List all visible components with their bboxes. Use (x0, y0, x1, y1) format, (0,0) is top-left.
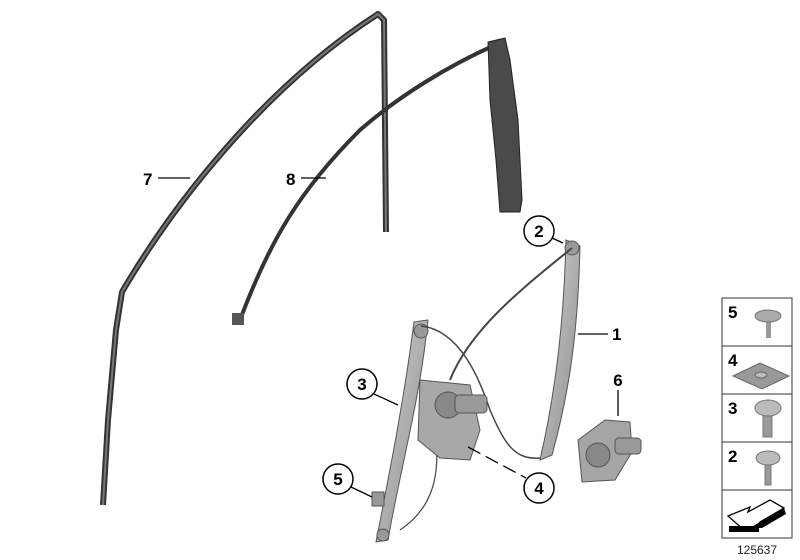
legend-label: 3 (728, 399, 737, 418)
callout-label: 4 (534, 479, 544, 498)
callout-6: 6 (613, 371, 623, 416)
callout-2: 2 (523, 215, 564, 247)
callout-label: 2 (534, 222, 543, 241)
image-number: 125637 (737, 543, 777, 557)
callout-label: 5 (333, 470, 342, 489)
callout-1: 1 (578, 325, 621, 344)
legend-item-4: 4 (728, 351, 791, 390)
legend-item-5: 5 (728, 303, 782, 338)
callout-4: 4 (467, 446, 555, 504)
callout-3: 3 (346, 368, 399, 406)
callout-label: 6 (613, 371, 622, 390)
fastener-legend: 5 4 3 2 (721, 297, 793, 539)
legend-label: 5 (728, 303, 737, 322)
callout-7: 7 (143, 170, 190, 189)
seal-end-clip (232, 313, 244, 325)
callout-label: 7 (143, 170, 152, 189)
regulator-motor-part-6 (577, 419, 642, 483)
callout-8: 8 (286, 170, 326, 189)
callout-label: 3 (357, 375, 366, 394)
window-guide-channel (487, 37, 523, 213)
legend-item-3: 3 (728, 399, 782, 438)
callout-label: 8 (286, 170, 295, 189)
oval-head-screw-short-icon (755, 450, 781, 486)
oval-head-screw-icon (754, 399, 782, 438)
window-regulator-part-1 (371, 239, 581, 543)
square-nut-plate-icon (731, 362, 791, 390)
callout-5: 5 (322, 463, 373, 498)
legend-label: 2 (728, 447, 737, 466)
callout-label: 1 (612, 325, 621, 344)
legend-label: 4 (728, 351, 738, 370)
window-seal-part-7 (100, 11, 389, 506)
window-channel-seal-part-8 (232, 43, 496, 325)
flange-screw-icon (754, 309, 782, 338)
direction-arrow-icon (726, 499, 786, 532)
legend-item-2: 2 (728, 447, 781, 486)
